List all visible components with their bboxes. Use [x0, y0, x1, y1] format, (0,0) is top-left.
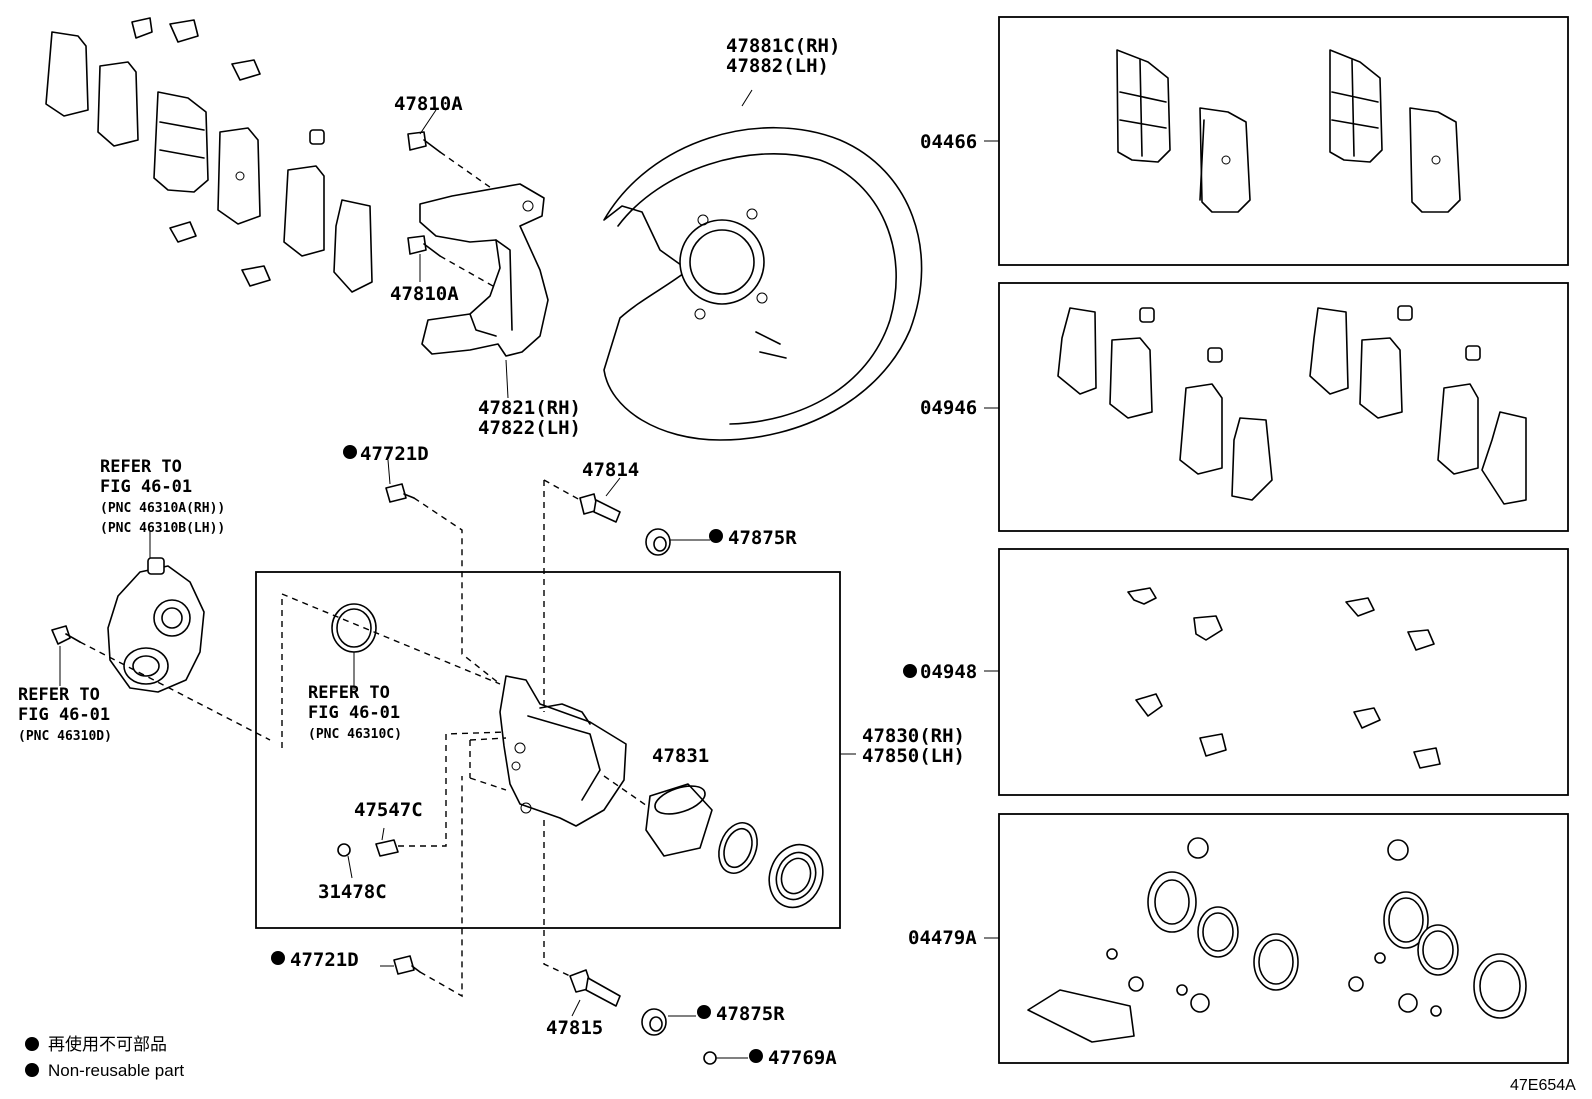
- label-shield-rh: 47881C(RH): [726, 35, 840, 57]
- refer-left-line2: FIG 46-01: [100, 477, 192, 497]
- boot-lower: [641, 1008, 696, 1036]
- kit-box-pads: [984, 16, 1569, 266]
- refer-box-line1: REFER TO: [308, 683, 390, 703]
- label-kit-fitting: 04948: [920, 661, 977, 683]
- caliper-motor-assembly: [107, 530, 205, 693]
- legend-dot-en: [25, 1063, 39, 1077]
- kit-box-shims: [984, 282, 1569, 532]
- legend-jp: 再使用不可部品: [48, 1034, 167, 1054]
- refer-left-line1: REFER TO: [100, 457, 182, 477]
- guide-pin-lower: [543, 820, 621, 1007]
- kit-box-fitting: [984, 548, 1569, 796]
- label-caliper-lh: 47850(LH): [862, 745, 965, 767]
- label-kit-seals: 04479A: [908, 927, 977, 949]
- label-pin-bottom: 47815: [546, 1017, 603, 1039]
- dust-shield: [603, 89, 923, 441]
- legend-dot-jp: [25, 1037, 39, 1051]
- nonreusable-dot: [697, 1005, 711, 1019]
- label-cap-bottom: 47769A: [768, 1047, 837, 1069]
- label-mount-rh: 47821(RH): [478, 397, 581, 419]
- label-piston: 47831: [652, 745, 709, 767]
- guide-dash-left: [281, 592, 501, 748]
- kit-box-seals: [984, 813, 1569, 1064]
- nonreusable-dot: [271, 951, 285, 965]
- caliper-body: [499, 675, 627, 827]
- bolt-47810A-lower: [407, 235, 501, 291]
- leader-bleeder-top: [387, 459, 391, 485]
- bleeder-plug: [337, 731, 507, 879]
- legend-en: Non-reusable part: [48, 1061, 184, 1080]
- label-caliper-rh: 47830(RH): [862, 725, 965, 747]
- bolt-left: [51, 625, 271, 741]
- refer-left-line4: (PNC 46310B(LH)): [100, 521, 225, 536]
- label-bleeder-top: 47721D: [360, 443, 429, 465]
- leader-pin-top: [605, 477, 621, 497]
- cap-lower: [703, 1051, 748, 1065]
- label-cap: 31478C: [318, 881, 387, 903]
- label-kit-pads: 04466: [920, 131, 977, 153]
- refer-left-line3: (PNC 46310A(RH)): [100, 501, 225, 516]
- leader-pin-bottom: [571, 999, 581, 1017]
- boot-upper: [645, 528, 710, 556]
- label-pin-top: 47814: [582, 459, 639, 481]
- label-bolt-bottom: 47810A: [390, 283, 459, 305]
- label-boot-bottom: 47875R: [716, 1003, 785, 1025]
- bleeder-screw-top: [385, 483, 501, 685]
- label-bleeder-bottom: 47721D: [290, 949, 359, 971]
- piston-seal-ring: [331, 603, 377, 690]
- refer-bolt-line1: REFER TO: [18, 685, 100, 705]
- refer-bolt-line2: FIG 46-01: [18, 705, 110, 725]
- leader-bolt-top: [419, 109, 437, 135]
- label-boot-top: 47875R: [728, 527, 797, 549]
- pad-shim-group: [45, 17, 373, 293]
- label-mount-lh: 47822(LH): [478, 417, 581, 439]
- leader-plug: [381, 827, 385, 841]
- refer-box-line2: FIG 46-01: [308, 703, 400, 723]
- piston-seal: [718, 822, 758, 874]
- label-shield-lh: 47882(LH): [726, 55, 829, 77]
- nonreusable-dot: [903, 664, 917, 678]
- nonreusable-dot: [709, 529, 723, 543]
- bolt-47810A-upper: [407, 131, 495, 191]
- guide-pin-upper: [543, 479, 621, 712]
- label-kit-shims: 04946: [920, 397, 977, 419]
- bleeder-screw-bottom: [393, 776, 463, 998]
- piston: [645, 783, 713, 857]
- refer-box-line3: (PNC 46310C): [308, 727, 402, 742]
- leader-mount: [505, 359, 509, 399]
- caliper-box: [255, 571, 841, 929]
- label-bolt-top: 47810A: [394, 93, 463, 115]
- refer-bolt-line3: (PNC 46310D): [18, 729, 112, 744]
- label-plug: 47547C: [354, 799, 423, 821]
- nonreusable-dot: [343, 445, 357, 459]
- piston-boot: [768, 843, 824, 909]
- diagram-code: 47E654A: [1510, 1077, 1576, 1094]
- nonreusable-dot: [749, 1049, 763, 1063]
- caliper-mounting: [419, 183, 549, 357]
